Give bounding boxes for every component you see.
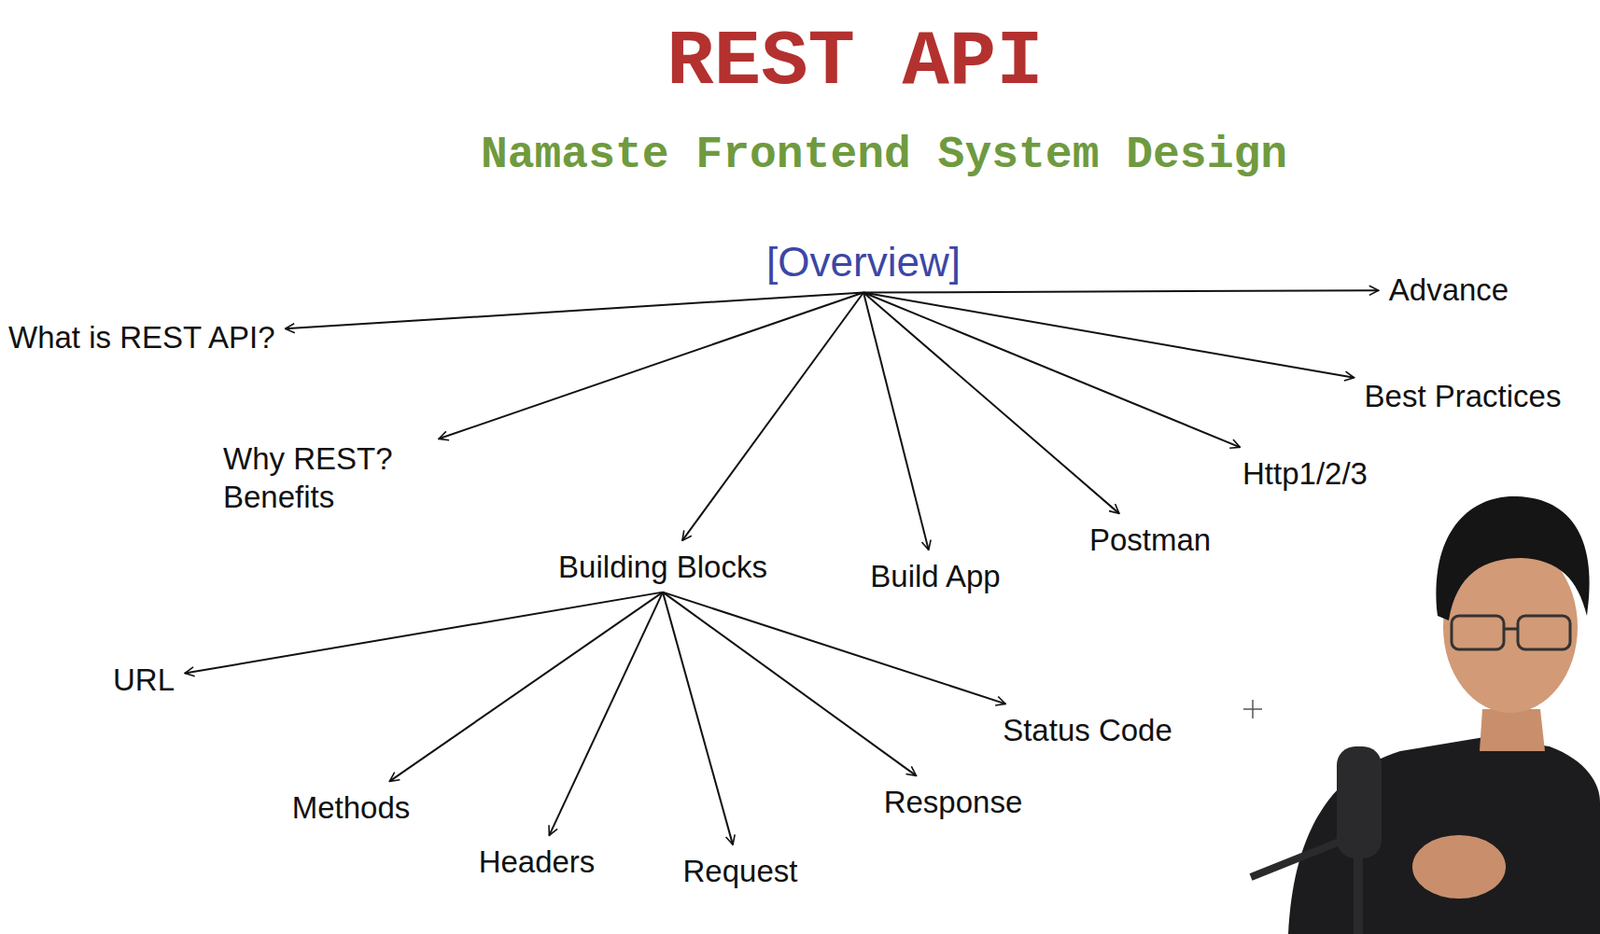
topic-text: Status Code (1002, 711, 1173, 750)
topic-text: Building Blocks (558, 547, 768, 587)
topic-text: Request (683, 852, 799, 891)
topic-text: Methods (292, 788, 411, 828)
topic-node: Building Blocks (553, 546, 772, 589)
arrow-connector (863, 293, 1355, 379)
topic-node: Headers (474, 841, 601, 884)
topic-node: Build App (865, 555, 1005, 598)
root-topic: [Overview] (761, 234, 966, 290)
topic-node: Response (879, 781, 1028, 824)
arrow-connector (389, 592, 663, 783)
glasses-bridge (1503, 628, 1518, 632)
arrow-connector (662, 592, 916, 777)
glasses-left (1451, 616, 1504, 650)
arrow-connector (682, 293, 864, 542)
topic-text: Headers (478, 842, 596, 882)
topic-node: Http1/2/3 (1237, 452, 1373, 495)
presenter (1250, 496, 1600, 934)
microphone-stand (1353, 858, 1363, 934)
topic-text: [Overview] (766, 236, 961, 288)
topic-node: Request (678, 850, 803, 893)
topic-node: Best Practices (1360, 375, 1567, 418)
subtitle: Namaste Frontend System Design (480, 129, 1288, 181)
arrow-connector (438, 293, 864, 440)
topic-text: Advance (1389, 270, 1509, 309)
arrow-connector (184, 592, 663, 674)
topic-node: Advance (1384, 268, 1514, 311)
arrow-connector (863, 293, 1240, 449)
topic-node: Postman (1084, 519, 1216, 562)
topic-node: Methods (287, 786, 416, 829)
page-title: REST API (666, 17, 1043, 107)
topic-text: Response (884, 783, 1024, 822)
topic-text: Why REST? Benefits (223, 439, 429, 518)
arrow-connector (662, 592, 733, 846)
hands (1412, 835, 1506, 899)
cursor-cross (1243, 700, 1263, 719)
topic-node: Why REST? Benefits (218, 437, 434, 520)
microphone-arm (1250, 840, 1345, 878)
topic-node: What is REST API? (3, 316, 281, 359)
topic-text: What is REST API? (8, 318, 276, 357)
arrow-connector (863, 290, 1379, 293)
cursor-line (1251, 700, 1254, 719)
shirt (1288, 737, 1600, 934)
arrow-connector (863, 293, 929, 551)
neck (1479, 709, 1545, 752)
hair (1436, 496, 1590, 621)
topic-node: Status Code (997, 709, 1178, 752)
arrow-connector (863, 293, 1120, 515)
topic-text: Build App (870, 557, 1000, 596)
topic-node: URL (108, 659, 180, 702)
topic-text: URL (112, 660, 175, 700)
topic-text: Best Practices (1364, 377, 1562, 416)
topic-text: Postman (1089, 520, 1211, 560)
arrow-connector (662, 592, 1006, 705)
arrow-connector (548, 592, 663, 837)
glasses-right (1517, 616, 1571, 650)
topic-text: Http1/2/3 (1242, 454, 1368, 493)
